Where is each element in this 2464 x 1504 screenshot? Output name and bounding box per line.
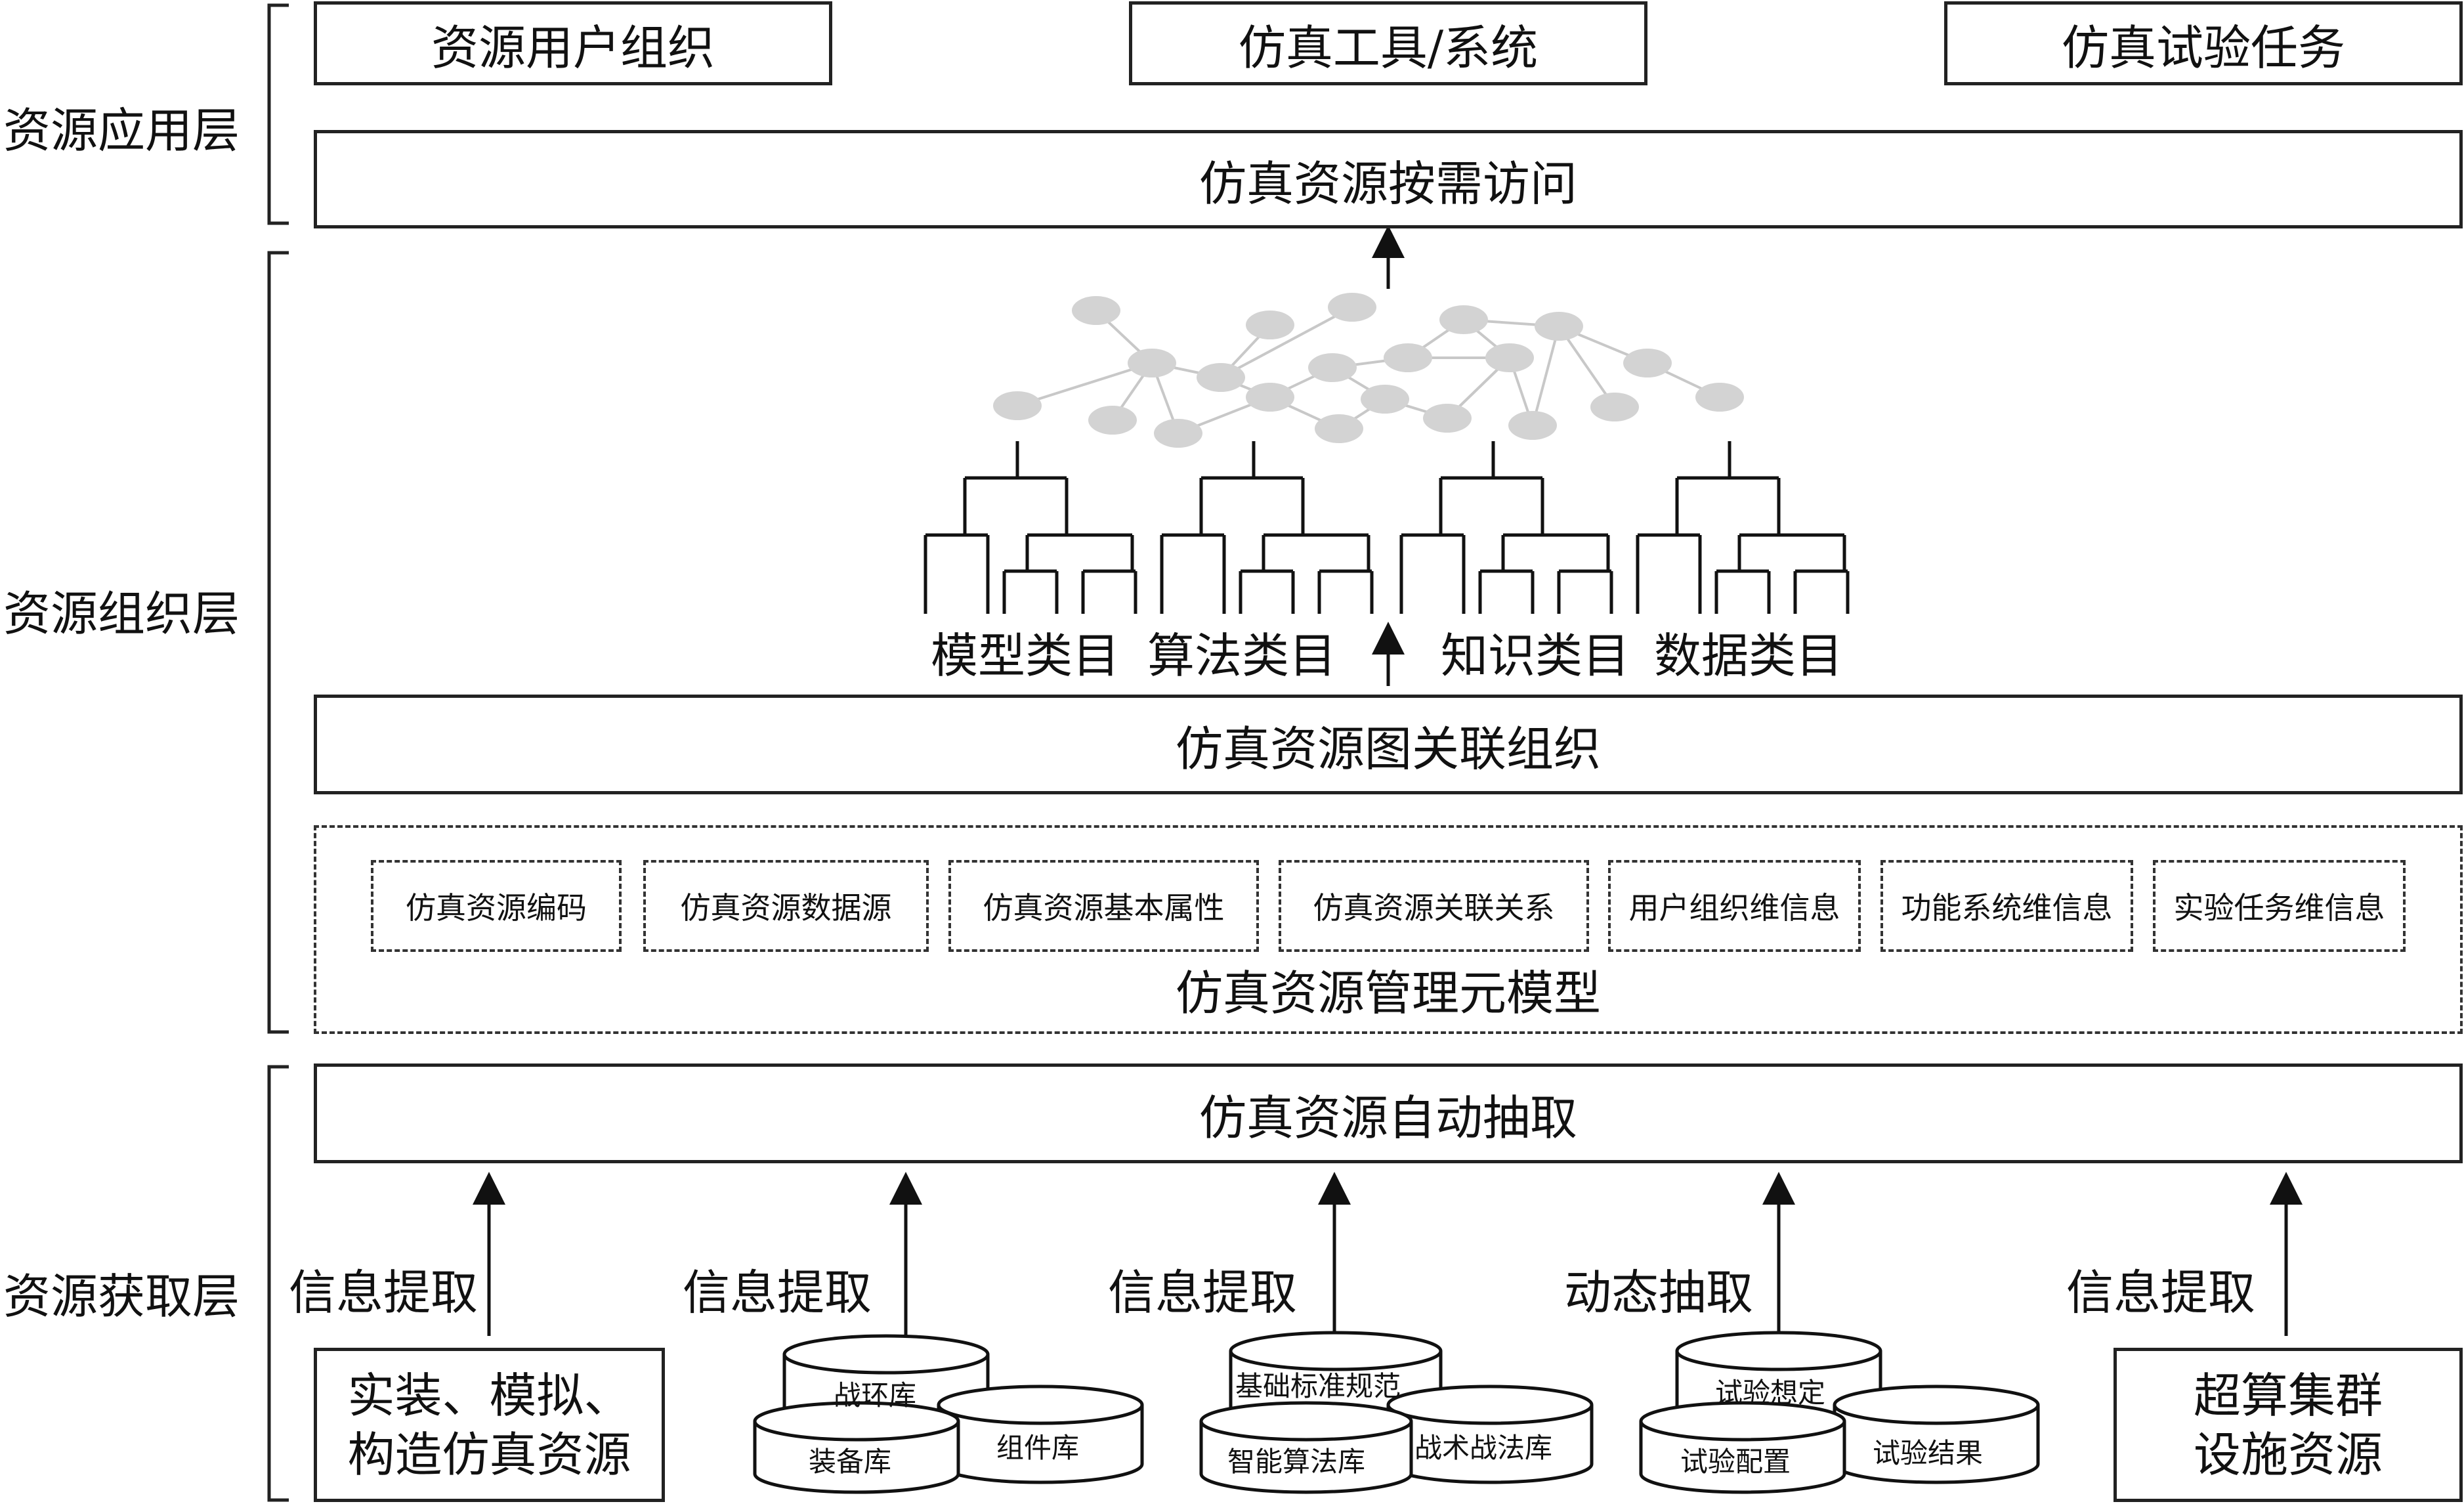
source-supercomputing-box: 超算集群 设施资源 [2114, 1348, 2463, 1502]
auto-extract-box: 仿真资源自动抽取 [314, 1064, 2463, 1163]
layer-label-organization: 资源组织层 [3, 586, 240, 641]
layer-brackets [267, 3, 289, 1502]
db-zhuangbei-label: 装备库 [809, 1446, 892, 1478]
meta-item-function-sys: 功能系统维信息 [1880, 860, 2133, 952]
layer-label-acquisition: 资源获取层 [3, 1269, 240, 1324]
tree-model [924, 441, 1137, 614]
source-supercomputing-line2: 设施资源 [2193, 1427, 2383, 1482]
tree-data [1636, 441, 1850, 614]
db-jichu-label: 基础标准规范 [1235, 1370, 1401, 1402]
graph-association-box: 仿真资源图关联组织 [314, 695, 2463, 794]
db-zujian-label: 组件库 [996, 1432, 1080, 1464]
sim-test-task-box: 仿真试验任务 [1944, 1, 2463, 85]
db-jieguo-label: 试验结果 [1873, 1437, 1984, 1469]
cylinder-zhineng [1199, 1401, 1413, 1494]
auto-extract-label: 仿真资源自动抽取 [1199, 1090, 1577, 1146]
meta-item-experiment-task-label: 实验任务维信息 [2173, 890, 2385, 926]
meta-item-user-org-label: 用户组织维信息 [1628, 890, 1840, 926]
graph-association-label: 仿真资源图关联组织 [1175, 721, 1601, 777]
cylinder-zujian [937, 1385, 1144, 1484]
arrow-label-2: 信息提取 [683, 1265, 872, 1320]
db-xiangding-label: 试验想定 [1715, 1377, 1826, 1409]
db-peizhi-label: 试验配置 [1680, 1446, 1791, 1478]
meta-item-relations-label: 仿真资源关联关系 [1313, 890, 1555, 926]
bracket-acquisition [267, 1065, 289, 1502]
database-cylinders [753, 1331, 2040, 1494]
meta-item-datasource-label: 仿真资源数据源 [680, 890, 892, 926]
source-real-sim-line2: 构造仿真资源 [347, 1427, 631, 1482]
arrow-label-3: 信息提取 [1108, 1265, 1298, 1320]
cylinder-jieguo [1833, 1385, 2040, 1484]
db-zhanshu-label: 战术战法库 [1414, 1432, 1553, 1464]
db-zhineng-label: 智能算法库 [1227, 1446, 1366, 1478]
catalog-algorithm: 算法类目 [1147, 628, 1337, 683]
user-org-label: 资源用户组织 [431, 20, 715, 75]
tree-algorithm [1160, 441, 1374, 614]
source-real-sim-line1: 实装、模拟、 [347, 1367, 631, 1423]
on-demand-access-box: 仿真资源按需访问 [314, 130, 2463, 228]
on-demand-access-label: 仿真资源按需访问 [1199, 156, 1577, 211]
arrow-label-1: 信息提取 [289, 1265, 478, 1320]
meta-item-relations: 仿真资源关联关系 [1279, 860, 1589, 952]
sim-tools-label: 仿真工具/系统 [1238, 20, 1539, 75]
catalog-trees [924, 441, 1850, 614]
meta-item-encoding-label: 仿真资源编码 [406, 890, 587, 926]
db-zhanhuan-label: 战环库 [834, 1379, 917, 1411]
sim-test-task-label: 仿真试验任务 [2061, 20, 2345, 75]
bracket-organization [267, 251, 289, 1034]
arrow-label-5: 信息提取 [2066, 1265, 2256, 1320]
tree-knowledge [1399, 441, 1613, 614]
catalog-data: 数据类目 [1654, 628, 1844, 683]
arrow-label-4: 动态抽取 [1564, 1265, 1754, 1320]
meta-item-experiment-task: 实验任务维信息 [2153, 860, 2406, 952]
cylinder-peizhi [1639, 1401, 1846, 1494]
meta-item-encoding: 仿真资源编码 [371, 860, 622, 952]
source-supercomputing-line1: 超算集群 [2193, 1367, 2383, 1423]
meta-item-function-sys-label: 功能系统维信息 [1901, 890, 2113, 926]
bracket-application [267, 3, 289, 225]
meta-item-user-org: 用户组织维信息 [1608, 860, 1861, 952]
cylinder-zhuangbei [753, 1401, 960, 1494]
cylinder-zhanshu [1386, 1385, 1594, 1484]
catalog-model: 模型类目 [931, 628, 1120, 683]
layer-label-application: 资源应用层 [3, 103, 240, 158]
user-org-box: 资源用户组织 [314, 1, 832, 85]
knowledge-graph-network [993, 293, 1744, 448]
meta-item-basic-attr-label: 仿真资源基本属性 [983, 890, 1225, 926]
flow-arrows [473, 225, 2303, 1336]
meta-model-label: 仿真资源管理元模型 [1175, 966, 1601, 1021]
sim-tools-box: 仿真工具/系统 [1129, 1, 1647, 85]
source-real-sim-box: 实装、模拟、 构造仿真资源 [314, 1348, 665, 1502]
meta-item-basic-attr: 仿真资源基本属性 [948, 860, 1259, 952]
catalog-knowledge: 知识类目 [1441, 628, 1630, 683]
meta-item-datasource: 仿真资源数据源 [643, 860, 929, 952]
